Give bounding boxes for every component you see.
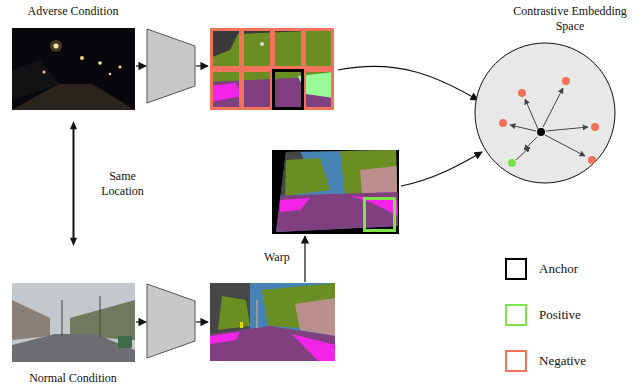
- node-heading: Contrastive Embedding Space: [510, 4, 630, 34]
- image-node: Normal Condition: [8, 247, 139, 387]
- double-arrow: [70, 121, 77, 246]
- legend-row: Anchor: [505, 258, 578, 280]
- node-heading: Adverse Condition: [8, 4, 138, 19]
- night-photo: [12, 28, 135, 110]
- legend-text: Anchor: [539, 261, 578, 277]
- legend-row: Negative: [505, 350, 586, 372]
- edge-label: Same Location: [92, 169, 154, 199]
- day-photo: [12, 283, 135, 362]
- encoder: [147, 29, 195, 103]
- legend-text: Positive: [539, 307, 581, 323]
- image-node: Adverse Condition: [8, 2, 139, 120]
- adverse-segmentation: [210, 28, 334, 110]
- legend-row: Positive: [505, 304, 581, 326]
- legend-swatch: [505, 258, 527, 280]
- legend-swatch: [505, 304, 527, 326]
- arrow-label: Warp: [262, 250, 292, 265]
- node-heading: Normal Condition: [8, 371, 138, 386]
- normal-segmentation: [210, 283, 335, 361]
- patch-grid: [212, 30, 333, 109]
- embedding-circle: [475, 43, 615, 183]
- image-node: Contrastive Embedding Space: [470, 2, 630, 187]
- warped-segmentation: [272, 150, 399, 234]
- legend-text: Negative: [539, 353, 586, 369]
- encoder: [147, 284, 195, 358]
- legend-swatch: [505, 350, 527, 372]
